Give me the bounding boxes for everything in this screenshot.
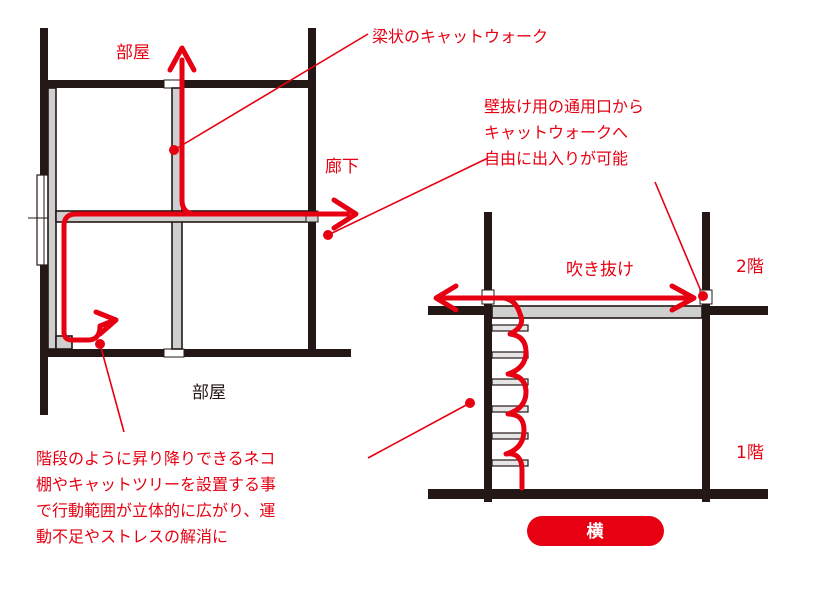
dot-side-opening <box>698 291 708 301</box>
side-wall-left <box>484 212 492 502</box>
arrowhead-stairs <box>93 309 119 337</box>
leader-opening <box>327 157 489 236</box>
side-arrowhead-right <box>669 283 697 313</box>
side-view: 吹き抜け 2階 1階 横 <box>428 212 768 546</box>
arrowhead-right <box>331 197 359 231</box>
label-corridor: 廊下 <box>325 157 359 177</box>
stair-line-4: 動不足やストレスの解消に <box>36 527 228 546</box>
opening-line-3: 自由に出入りが可能 <box>484 149 628 168</box>
route-down-to-stairs <box>61 211 199 343</box>
side-view-badge <box>527 516 664 546</box>
side-floor-2f-right <box>702 306 768 315</box>
shelf-2 <box>491 351 529 359</box>
plan-wall-bottom <box>40 349 351 357</box>
label-atrium: 吹き抜け <box>566 260 634 280</box>
label-room-bottom: 部屋 <box>192 383 226 403</box>
stair-line-3: で行動範囲が立体的に広がり、運 <box>36 501 275 520</box>
annotation-wall-opening: 壁抜け用の通用口から キャットウォークへ 自由に出入りが可能 <box>484 97 644 168</box>
label-beam-catwalk: 梁状のキャットウォーク <box>372 27 548 46</box>
leader-stairs-plan <box>99 343 125 433</box>
shelf-5 <box>491 432 529 440</box>
side-arrowhead-left <box>433 283 459 313</box>
side-view-badge-label: 横 <box>587 521 604 542</box>
dot-side-stairs <box>465 398 475 408</box>
door-gap-bottom <box>163 348 185 358</box>
shelf-1 <box>491 324 529 332</box>
leader-stairs-side <box>367 402 471 459</box>
stair-line-2: 棚やキャットツリーを設置する事 <box>36 475 276 494</box>
leader-beam <box>173 33 369 151</box>
label-room-top: 部屋 <box>116 43 150 63</box>
beam-left <box>47 87 57 350</box>
side-wall-right <box>702 212 710 502</box>
side-floor-1f <box>428 489 768 499</box>
annotation-stair-shelf: 階段のように昇り降りできるネコ 棚やキャットツリーを設置する事 で行動範囲が立体… <box>36 449 276 546</box>
arrowhead-up <box>167 45 197 73</box>
stair-line-1: 階段のように昇り降りできるネコ <box>36 449 275 468</box>
plan-wall-right <box>308 28 316 355</box>
opening-line-2: キャットウォークへ <box>484 123 628 142</box>
side-floor-2f-left <box>428 306 492 315</box>
label-floor-2: 2階 <box>736 257 764 277</box>
floor-plan: 部屋 廊下 部屋 <box>28 28 359 415</box>
shelf-3 <box>491 378 529 386</box>
shelf-6 <box>491 459 529 467</box>
opening-line-1: 壁抜け用の通用口から <box>484 97 644 116</box>
route-stairs <box>501 295 529 491</box>
side-catwalk <box>491 305 703 319</box>
leader-opening-side <box>654 181 704 297</box>
label-floor-1: 1階 <box>736 443 764 463</box>
